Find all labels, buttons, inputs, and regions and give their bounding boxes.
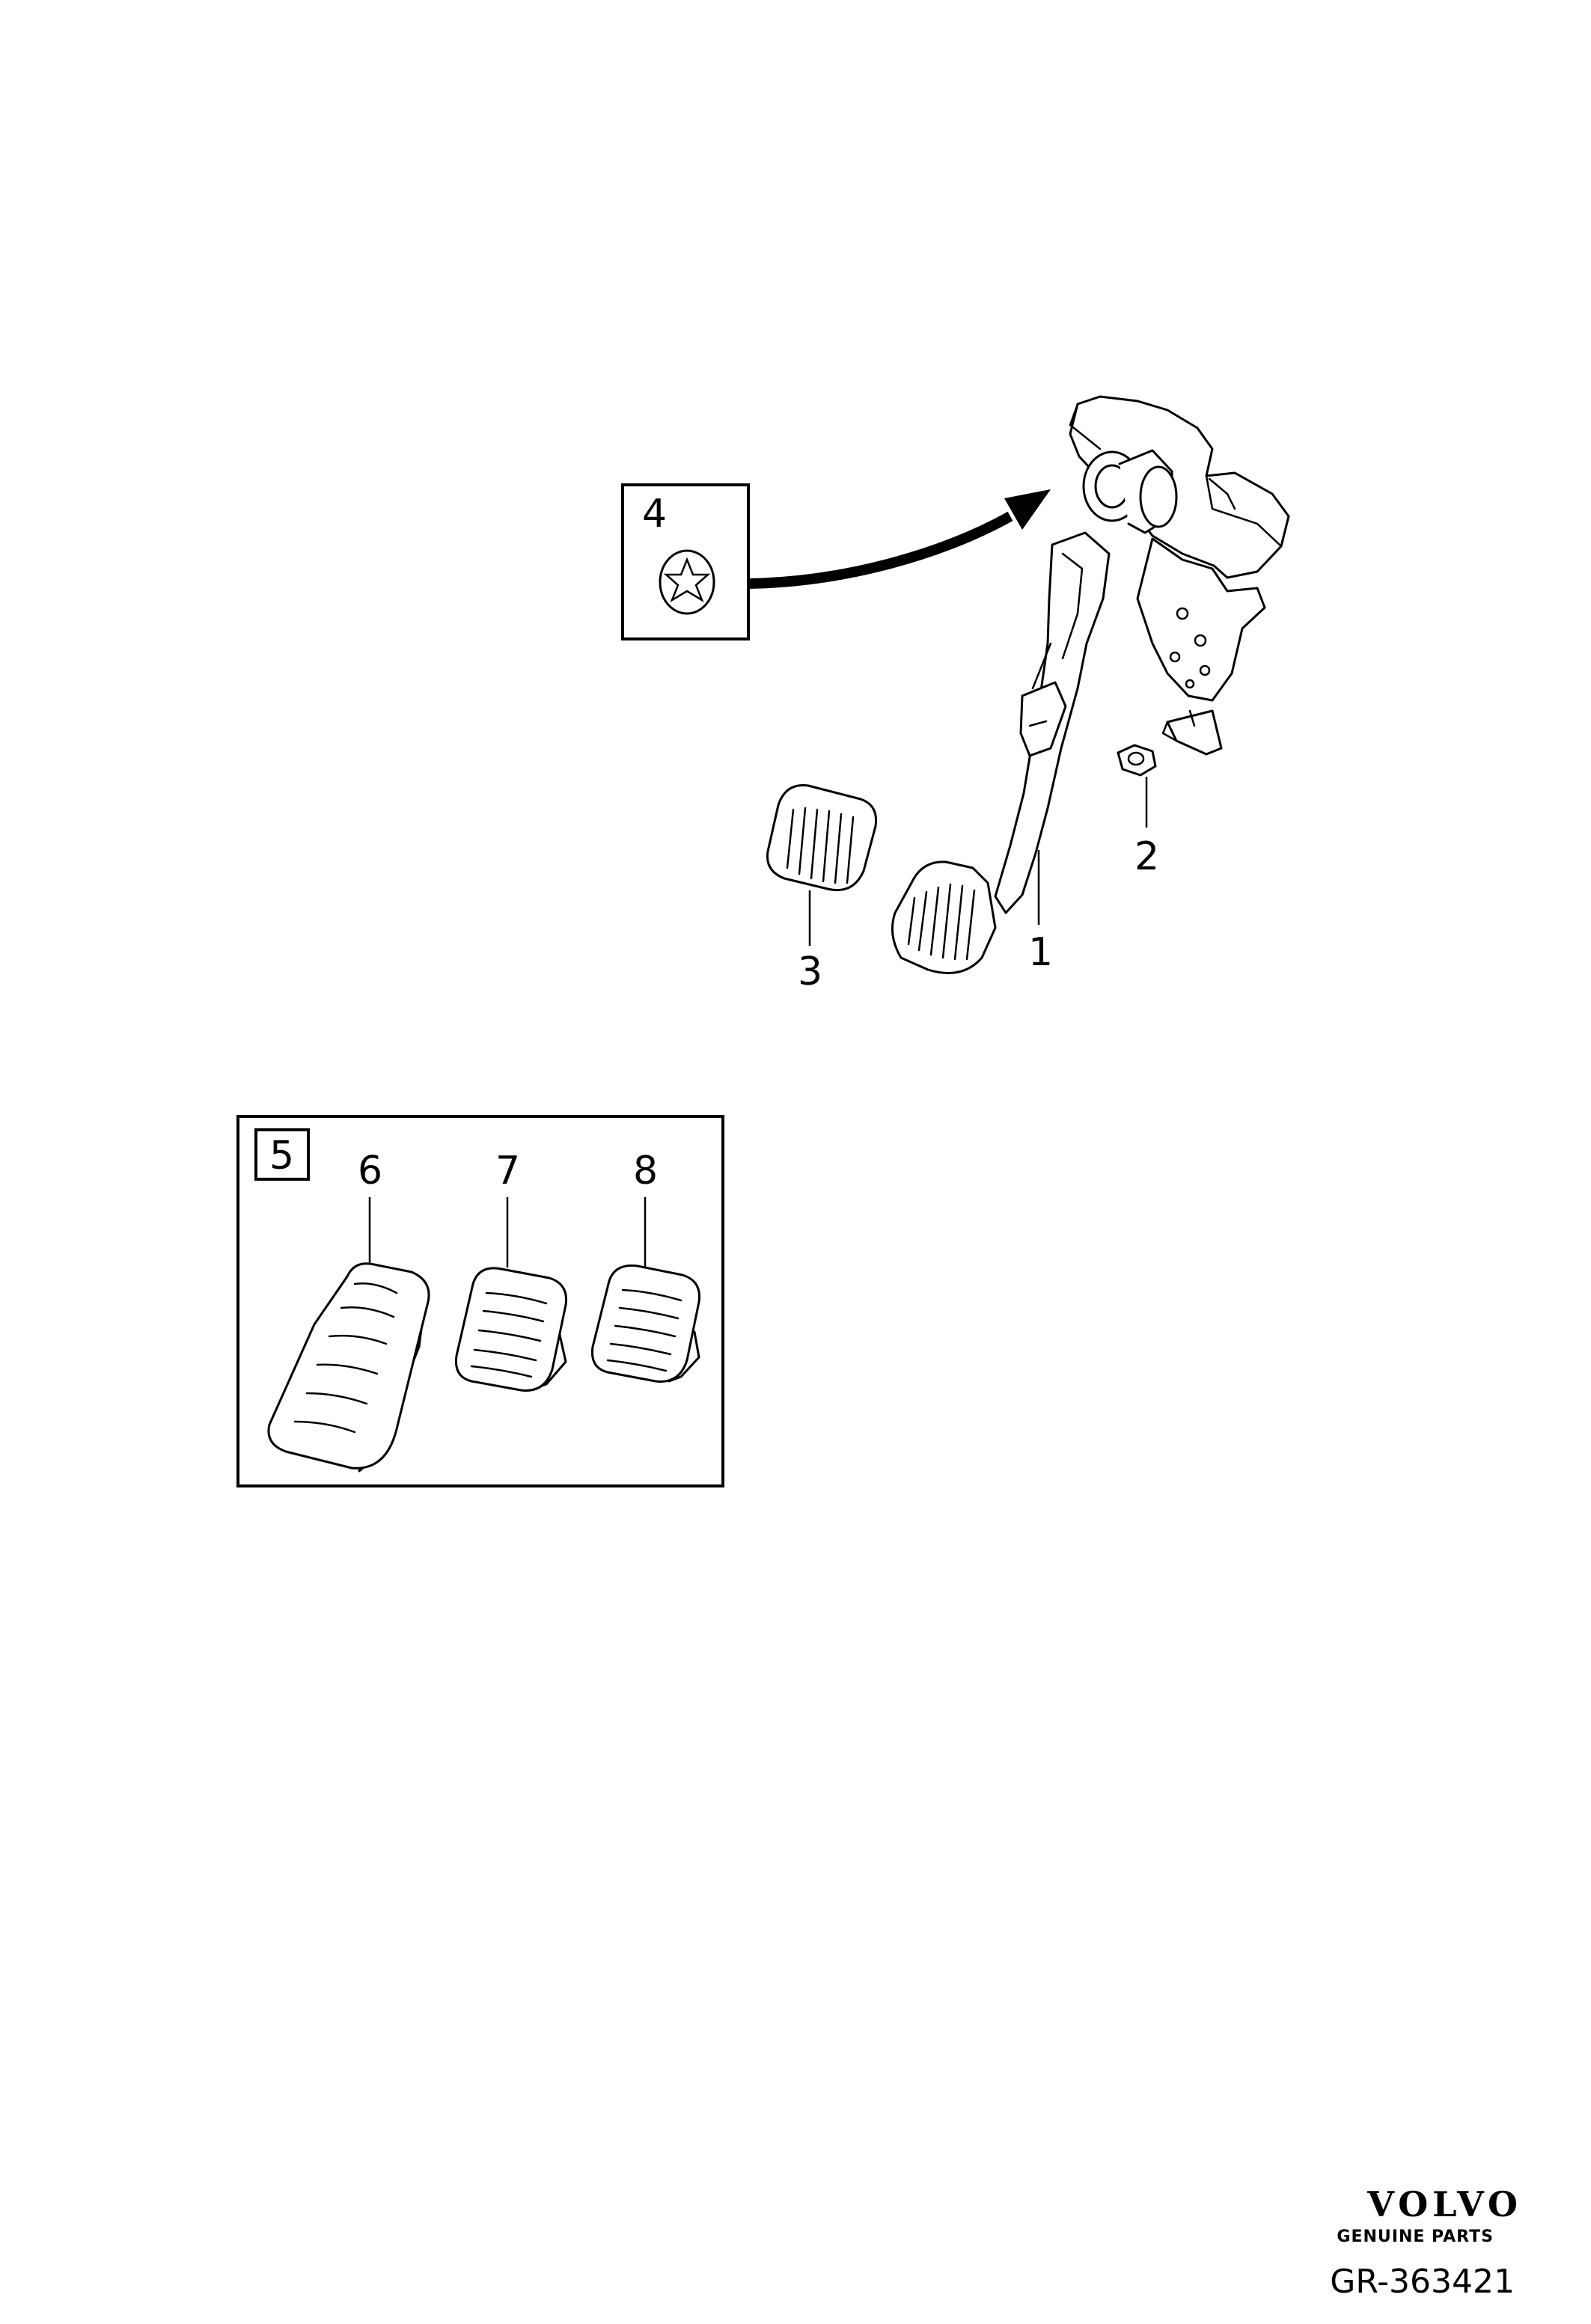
- clutch-pedal-pad-kit[interactable]: [590, 1264, 701, 1383]
- accelerator-pedal-pad[interactable]: [267, 1262, 430, 1473]
- arrow-clip-to-pivot: [748, 511, 1013, 589]
- callout-8: 8: [633, 1149, 658, 1193]
- callout-4: 4: [642, 492, 667, 536]
- reference-number: GR-363421: [1330, 2263, 1515, 2301]
- callout-1: 1: [1028, 930, 1053, 975]
- callout-2: 2: [1135, 834, 1159, 879]
- brake-pedal-pad[interactable]: [454, 1267, 568, 1392]
- nut[interactable]: [1117, 744, 1157, 777]
- brand-name: VOLVO: [1366, 2184, 1522, 2224]
- pedal-assembly[interactable]: [891, 395, 1290, 974]
- clutch-pedal-pad[interactable]: [766, 784, 878, 892]
- brand-tagline: GENUINE PARTS: [1337, 2227, 1494, 2246]
- clip-inset-box[interactable]: 4: [621, 483, 750, 640]
- callout-6: 6: [358, 1149, 382, 1193]
- star-clip-icon: [659, 549, 715, 615]
- callout-5: 5: [269, 1134, 294, 1178]
- volvo-logo: VOLVO GENUINE PARTS: [1337, 2184, 1522, 2246]
- pad-kit-box[interactable]: 5 6 7 8: [236, 1115, 724, 1487]
- callout-7: 7: [495, 1149, 520, 1193]
- callout-3: 3: [798, 950, 822, 994]
- arrow-head: [1004, 489, 1051, 530]
- callout-5-frame: [254, 1128, 310, 1181]
